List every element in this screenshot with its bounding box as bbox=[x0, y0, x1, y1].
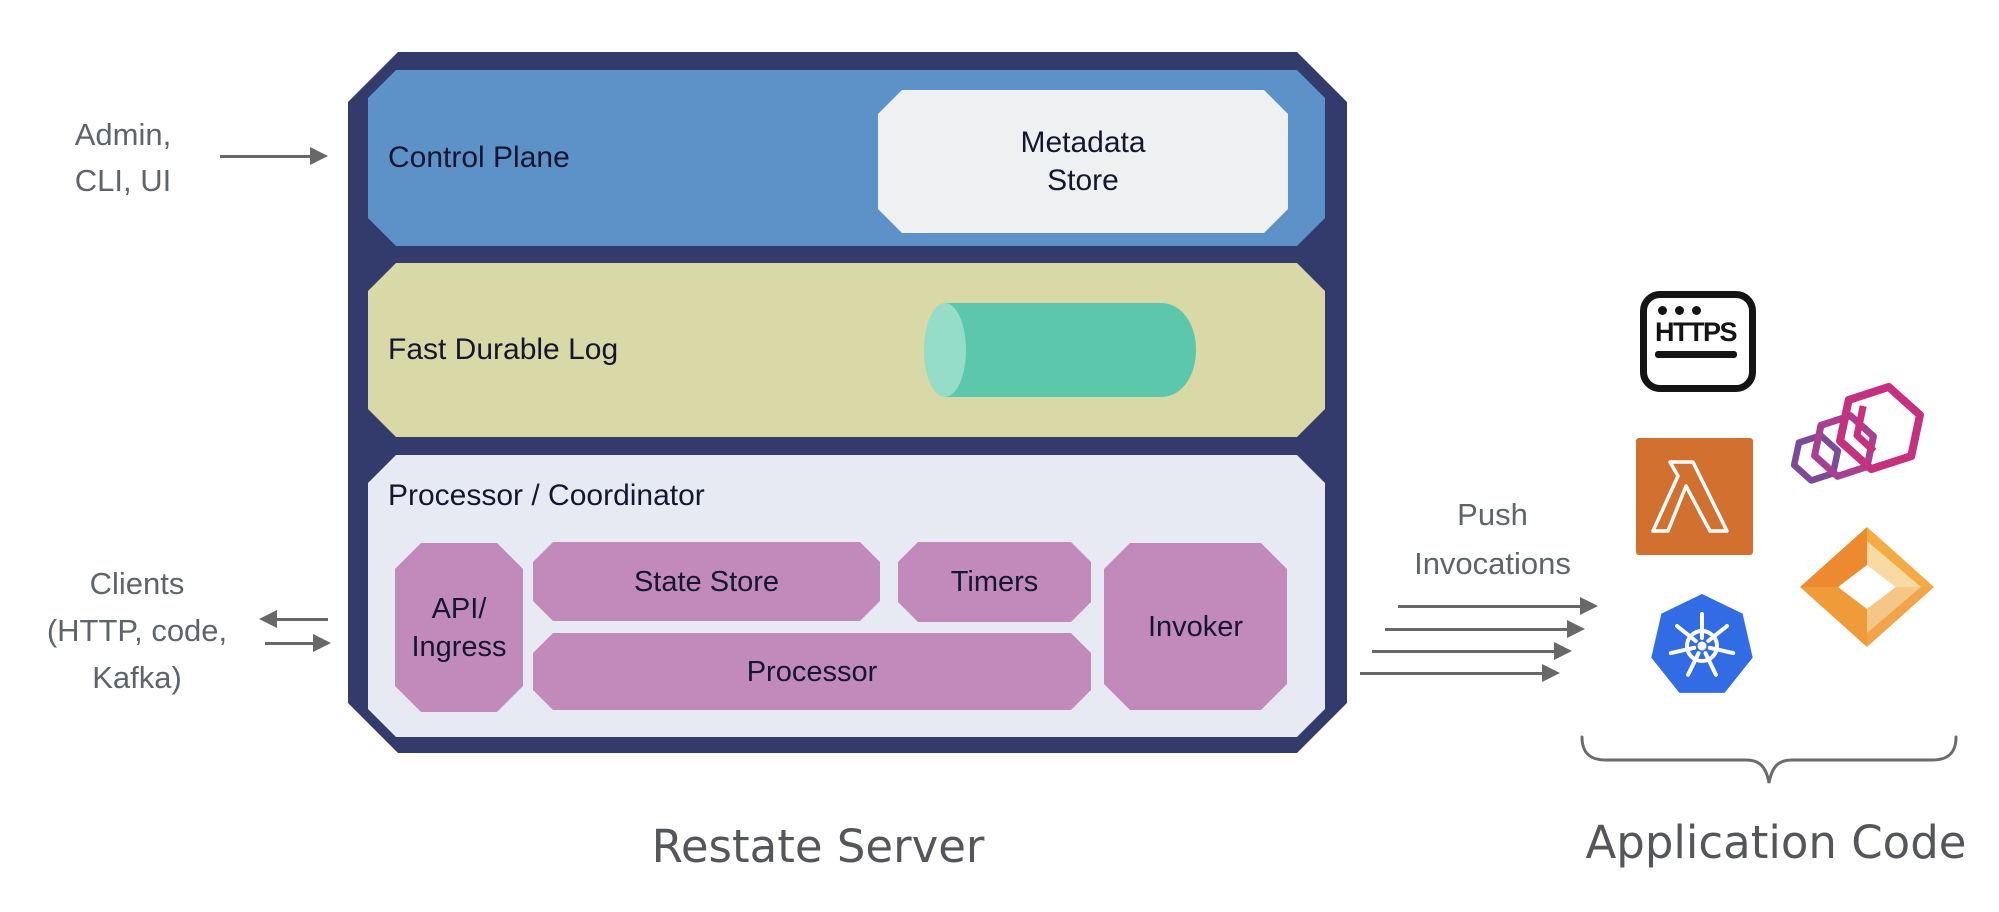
push-invocations-label: Push Invocations bbox=[1385, 490, 1600, 588]
application-code-brace bbox=[1580, 735, 1958, 784]
push-label-line2: Invocations bbox=[1414, 546, 1571, 581]
invoker-box: Invoker bbox=[1104, 543, 1287, 710]
clients-label: Clients (HTTP, code, Kafka) bbox=[12, 560, 262, 701]
admin-label-line1: Admin, bbox=[74, 117, 172, 152]
control-plane-section: Control Plane Metadata Store bbox=[368, 70, 1325, 246]
push-arrow-1 bbox=[1398, 597, 1598, 615]
clients-to-server-arrow bbox=[265, 634, 331, 652]
aws-lambda-icon bbox=[1636, 438, 1753, 555]
push-arrow-2 bbox=[1385, 620, 1585, 638]
restate-server-title: Restate Server bbox=[651, 820, 985, 873]
metadata-store-line2: Store bbox=[1047, 163, 1119, 197]
admin-label-line2: CLI, UI bbox=[74, 163, 172, 198]
fast-durable-log-label: Fast Durable Log bbox=[388, 333, 619, 366]
api-ingress-line1: API/ bbox=[431, 592, 487, 625]
kubernetes-icon bbox=[1651, 594, 1753, 693]
server-to-clients-arrow bbox=[259, 610, 328, 628]
processor-coordinator-section: Processor / Coordinator API/ Ingress Sta… bbox=[368, 455, 1325, 737]
metadata-store-box: Metadata Store bbox=[878, 90, 1288, 233]
fast-durable-log-section: Fast Durable Log bbox=[368, 263, 1325, 437]
orange-diamond-icon bbox=[1800, 527, 1934, 647]
api-ingress-box: API/ Ingress bbox=[395, 543, 523, 712]
processor-box: Processor bbox=[533, 633, 1091, 710]
application-code-title: Application Code bbox=[1585, 816, 1967, 869]
push-arrow-4 bbox=[1360, 664, 1560, 682]
hexagon-cluster-icon bbox=[1790, 382, 1924, 484]
restate-server-container: Control Plane Metadata Store Fast Durabl… bbox=[348, 52, 1347, 753]
state-store-box: State Store bbox=[533, 542, 880, 621]
admin-cli-ui-label: Admin, CLI, UI bbox=[38, 112, 208, 204]
push-arrow-3 bbox=[1372, 642, 1572, 660]
https-underline bbox=[1655, 351, 1737, 358]
api-ingress-line2: Ingress bbox=[411, 630, 507, 663]
log-cylinder-icon bbox=[923, 302, 1200, 398]
clients-label-line3: Kafka) bbox=[92, 660, 182, 695]
processor-coordinator-label: Processor / Coordinator bbox=[388, 479, 705, 512]
timers-box: Timers bbox=[898, 542, 1091, 622]
admin-to-server-arrow bbox=[220, 147, 328, 165]
clients-label-line2: (HTTP, code, bbox=[46, 613, 228, 648]
clients-label-line1: Clients bbox=[89, 566, 185, 601]
browser-dots bbox=[1658, 306, 1741, 315]
metadata-store-line1: Metadata bbox=[1020, 125, 1146, 159]
https-browser-icon: HTTPS bbox=[1640, 291, 1756, 392]
control-plane-label: Control Plane bbox=[388, 141, 570, 174]
https-icon-label: HTTPS bbox=[1655, 317, 1738, 347]
push-label-line1: Push bbox=[1457, 497, 1528, 532]
